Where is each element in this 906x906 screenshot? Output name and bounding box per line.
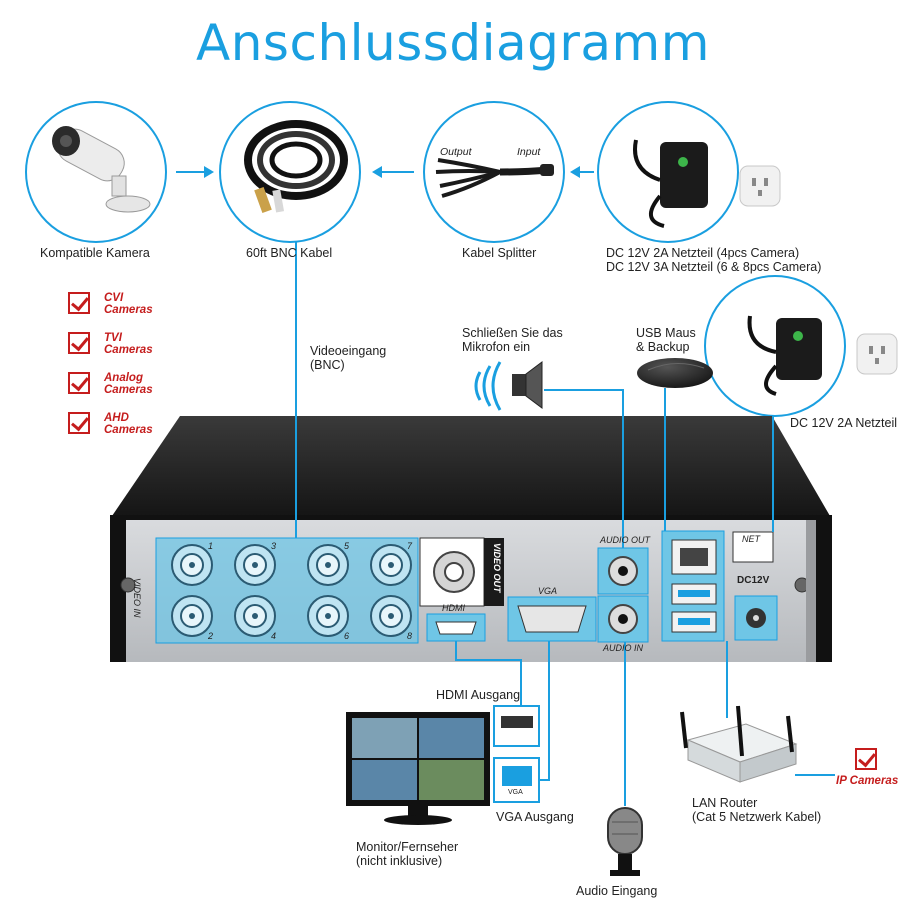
power-adapter-right-icon (747, 315, 822, 396)
splitter-circle (423, 101, 565, 243)
hd-out-text: HD-OUT (503, 730, 531, 737)
microphone-connect-label: Schließen Sie das Mikrofon ein (462, 326, 563, 354)
power-label-top: DC 12V 2A Netzteil (4pcs Camera) DC 12V … (606, 246, 822, 274)
panel-dc12v-label: DC12V (737, 575, 770, 586)
vga-out-icon (493, 757, 540, 803)
check-icon (68, 332, 90, 354)
camera-label: Kompatible Kamera (40, 246, 150, 260)
channel-number: 1 (208, 541, 214, 551)
speaker-icon (474, 361, 543, 411)
audio-out-port (597, 547, 649, 595)
power-adapter-icon (633, 139, 708, 228)
audio-in-port (597, 595, 649, 643)
wall-outlet-right-icon (856, 333, 898, 375)
check-icon (68, 412, 90, 434)
vga-out-label: VGA Ausgang (496, 810, 574, 824)
bnc-port (234, 544, 276, 586)
vga-small-text: VGA (508, 789, 523, 796)
hdmi-out-icon (493, 705, 540, 747)
bnc-port (370, 595, 412, 637)
network-usb-ports (661, 530, 725, 642)
panel-audio-in-label: AUDIO IN (603, 643, 644, 653)
bnc-port (307, 544, 349, 586)
splitter-cable-icon (435, 158, 554, 198)
channel-number: 8 (407, 631, 413, 641)
arrow-splitter-to-cable (372, 166, 414, 178)
diagram-title: Anschlussdiagramm (196, 14, 710, 72)
check-icon (855, 748, 877, 770)
panel-vga-label: VGA (538, 586, 558, 596)
audio-in-label: Audio Eingang (576, 884, 658, 898)
router-icon (680, 705, 798, 783)
bnc-port (307, 595, 349, 637)
arrow-camera-to-cable (176, 166, 214, 178)
vga-port (507, 596, 597, 642)
channel-number: 5 (344, 541, 350, 551)
cable-coil-icon (244, 120, 348, 213)
channel-number: 4 (271, 631, 277, 641)
microphone-icon (607, 807, 643, 876)
panel-video-in-label: VIDEO IN (132, 578, 142, 618)
bnc-port-group (171, 544, 412, 637)
panel-video-out-label: VIDEO OUT (492, 543, 502, 593)
channel-number: 3 (271, 541, 277, 551)
camera-circle (25, 101, 167, 243)
panel-net-label: NET (742, 534, 760, 544)
usb-mouse-icon (637, 358, 713, 388)
monitor-label: Monitor/Fernseher (nicht inklusive) (356, 840, 459, 868)
wall-outlet-icon (739, 165, 781, 207)
dc-power-port (734, 595, 778, 641)
splitter-output-label: Output (440, 146, 472, 158)
bnc-port (370, 544, 412, 586)
channel-number: 2 (208, 631, 214, 641)
camera-icon (52, 126, 151, 213)
power-circle-top (597, 101, 739, 243)
bnc-cable-label: 60ft BNC Kabel (246, 246, 333, 260)
connection-lines (295, 242, 835, 806)
bnc-port (171, 595, 213, 637)
monitor-icon (346, 712, 490, 825)
check-icon (68, 292, 90, 314)
hdmi-out-label: HDMI Ausgang (436, 688, 521, 702)
video-out-port (419, 537, 504, 607)
splitter-label: Kabel Splitter (462, 246, 537, 260)
power-label-right: DC 12V 2A Netzteil (790, 416, 897, 430)
arrow-power-to-splitter (570, 166, 594, 178)
panel-hdmi-label: HDMI (442, 603, 465, 613)
bnc-port (234, 595, 276, 637)
panel-audio-out-label: AUDIO OUT (600, 535, 651, 545)
splitter-input-label: Input (517, 146, 541, 158)
channel-number: 6 (344, 631, 350, 641)
net-label-box (732, 531, 774, 563)
video-input-label: Videoeingang (BNC) (310, 344, 387, 372)
check-icon (68, 372, 90, 394)
compat-ip-cameras: IP Cameras (836, 775, 899, 787)
bnc-cable-circle (219, 101, 361, 243)
power-circle-right (704, 275, 846, 417)
usb-mouse-label: USB Maus & Backup (636, 326, 696, 354)
bnc-port (171, 544, 213, 586)
router-label: LAN Router (Cat 5 Netzwerk Kabel) (692, 796, 822, 824)
hdmi-port (426, 613, 486, 642)
channel-number: 7 (407, 541, 413, 551)
